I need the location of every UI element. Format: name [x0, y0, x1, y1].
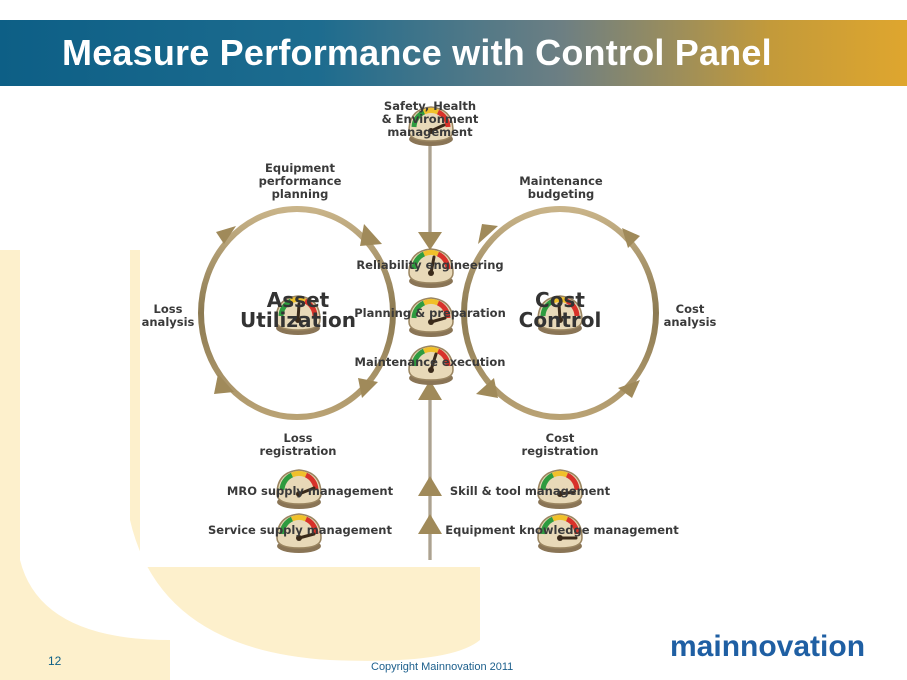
mro-supply-management-label: MRO supply management [226, 484, 394, 498]
label-line: registration [259, 444, 337, 458]
label-line: Control [518, 308, 602, 332]
gauge-icon [276, 513, 322, 553]
mainnovation-logo: mainnovation [670, 630, 865, 663]
label-line: management [387, 125, 473, 139]
label-line: Cost [675, 302, 705, 316]
gauge-icon [408, 297, 454, 337]
gauge-icon [275, 295, 321, 335]
label-line: Loss [283, 431, 313, 445]
safety-health-label: Safety, Health & Environment management [382, 100, 479, 139]
bottom-arrow-2 [418, 476, 442, 496]
gauge-icon [408, 106, 454, 146]
label-line: Cost [545, 431, 575, 445]
right-cycle-arrow-tr [622, 228, 640, 248]
label-line: Safety, Health [383, 99, 477, 113]
maintenance-budgeting-label: Maintenance budgeting [519, 175, 602, 201]
label-line: Cost [535, 288, 585, 312]
slide-title: Measure Performance with Control Panel [62, 32, 772, 73]
right-cycle-arrow-tl [478, 224, 498, 244]
label-line: budgeting [527, 187, 595, 201]
label-line: Asset [266, 288, 330, 312]
bottom-arrow-1 [418, 380, 442, 400]
label-line: analysis [141, 315, 195, 329]
cost-analysis-label: Cost analysis [664, 303, 717, 329]
gauge-icon [537, 469, 583, 509]
gauge-icon [537, 295, 583, 335]
bottom-arrow-3 [418, 514, 442, 534]
skill-tool-management-label: Skill & tool management [449, 484, 611, 498]
left-cycle-arrow-bl [214, 374, 234, 394]
reliability-engineering-label: Reliability engineering [356, 258, 504, 272]
gauge-icon [408, 345, 454, 385]
equipment-knowledge-management-label: Equipment knowledge management [445, 523, 679, 537]
left-cycle-arrow-br [358, 378, 378, 398]
gauge-icon [276, 469, 322, 509]
label-line: Loss [153, 302, 183, 316]
right-cycle-ring [461, 206, 659, 420]
maintenance-execution-label: Maintenance execution [354, 355, 506, 369]
label-line: Equipment [265, 161, 335, 175]
loss-analysis-label: Loss analysis [142, 303, 195, 329]
copyright-text: Copyright Mainnovation 2011 [371, 661, 514, 673]
label-line: planning [271, 187, 329, 201]
label-line: registration [521, 444, 599, 458]
label-line: performance [258, 174, 342, 188]
loss-registration-label: Loss registration [260, 432, 337, 458]
top-connector [428, 140, 432, 235]
asset-utilization-center: Asset Utilization [240, 290, 356, 330]
gauge-icon [537, 513, 583, 553]
top-connector-arrow [418, 232, 442, 250]
page-number: 12 [48, 654, 62, 668]
right-cycle-arrow-br [618, 380, 640, 398]
label-line: & Environment [381, 112, 479, 126]
gauge-icon [408, 248, 454, 288]
label-line: Maintenance [519, 174, 603, 188]
service-supply-management-label: Service supply management [208, 523, 392, 537]
bottom-connector [428, 385, 432, 560]
cost-control-center: Cost Control [519, 290, 602, 330]
label-line: analysis [663, 315, 717, 329]
logo-wordmark: mainnovation [670, 630, 865, 663]
equipment-performance-planning-label: Equipment performance planning [259, 162, 342, 201]
label-line: Utilization [240, 308, 356, 332]
title-bar [0, 20, 907, 86]
left-cycle-arrow-tr [360, 224, 382, 246]
planning-preparation-label: Planning & preparation [354, 306, 506, 320]
left-cycle-arrow-tl [216, 226, 236, 244]
cost-registration-label: Cost registration [522, 432, 599, 458]
right-cycle-arrow-bl [476, 378, 498, 398]
left-cycle-ring [198, 206, 396, 420]
